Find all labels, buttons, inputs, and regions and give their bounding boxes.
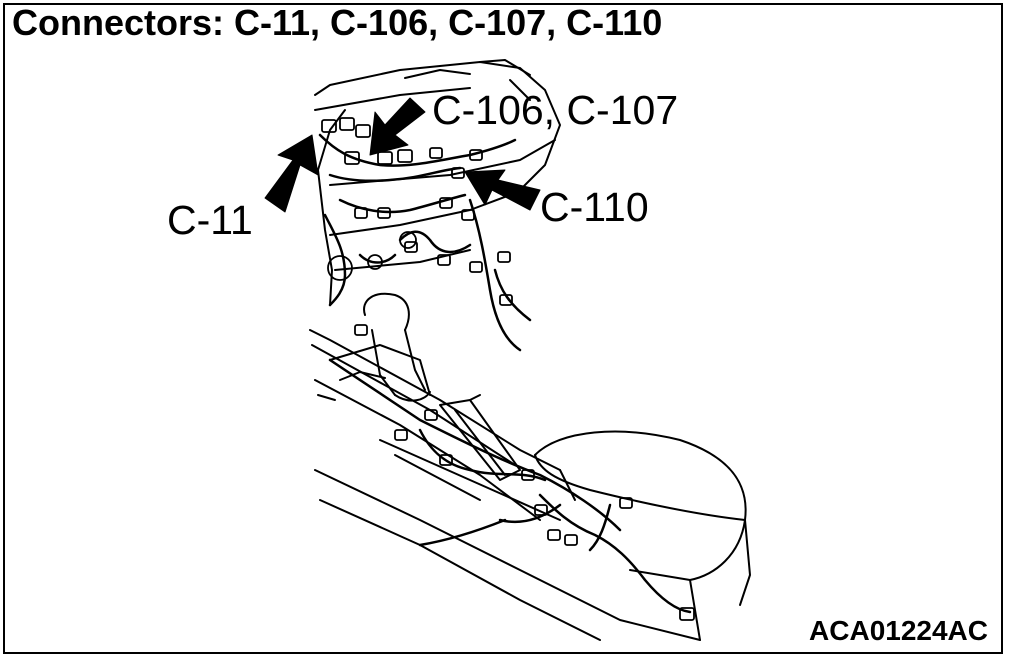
center-console-outline bbox=[309, 329, 701, 641]
parking-brake-lever bbox=[439, 394, 521, 481]
figure-id: ACA01224AC bbox=[809, 615, 988, 646]
gear-shifter bbox=[363, 292, 431, 402]
callout-c11: C-11 bbox=[167, 197, 253, 243]
connector-blocks bbox=[321, 117, 695, 621]
c11-arrow bbox=[264, 134, 319, 213]
callout-c106-c107: C-106, C-107 bbox=[432, 87, 679, 133]
page-title: Connectors: C-11, C-106, C-107, C-110 bbox=[12, 2, 663, 43]
c110-arrow bbox=[464, 169, 541, 211]
c106-c107-arrow bbox=[369, 97, 426, 156]
armrest bbox=[534, 430, 751, 641]
callout-c110: C-110 bbox=[540, 184, 649, 230]
pointer-arrows bbox=[264, 97, 541, 213]
